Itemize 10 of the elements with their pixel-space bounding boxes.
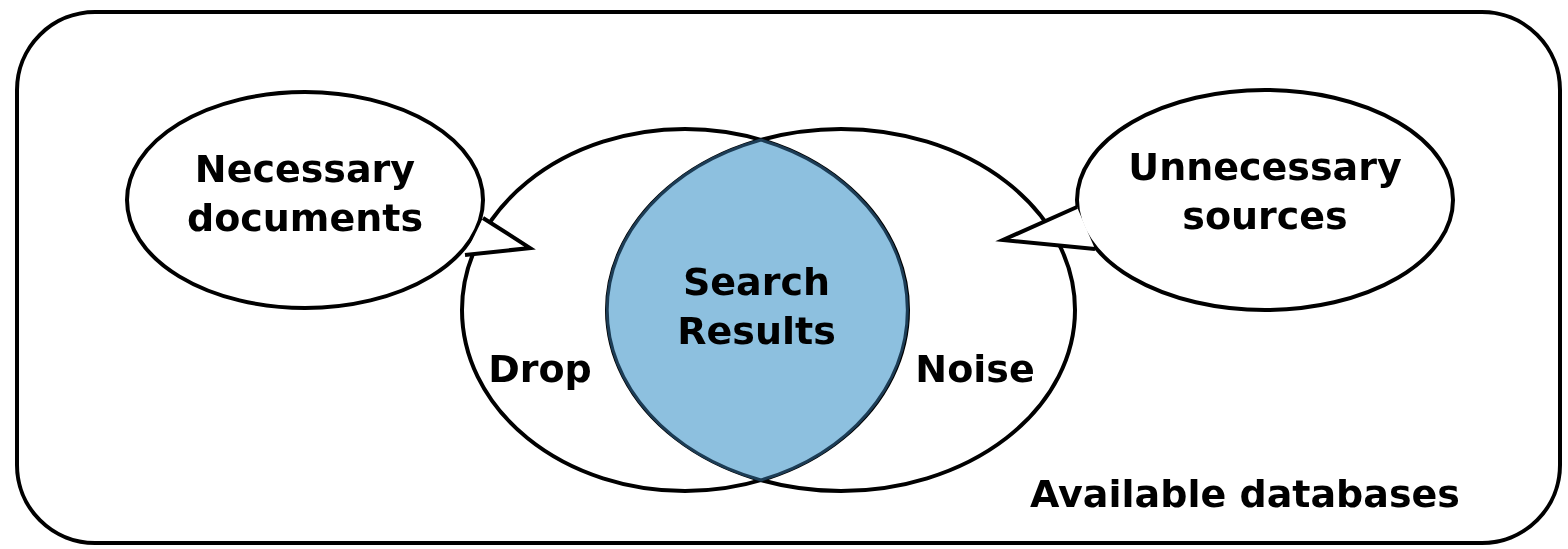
panel-title: Available databases [1029, 471, 1461, 518]
region-label: Noise [914, 346, 1036, 393]
bubble-text: Necessary documents [185, 146, 425, 243]
set-ellipse [460, 127, 910, 493]
bubble-text: Unnecessary sources [1127, 144, 1403, 241]
region-label: Drop [487, 346, 593, 393]
speech-bubble [125, 90, 535, 310]
intersection-lens [605, 140, 908, 480]
intersection-label: Search Results [676, 259, 837, 356]
database-panel [15, 10, 1562, 545]
